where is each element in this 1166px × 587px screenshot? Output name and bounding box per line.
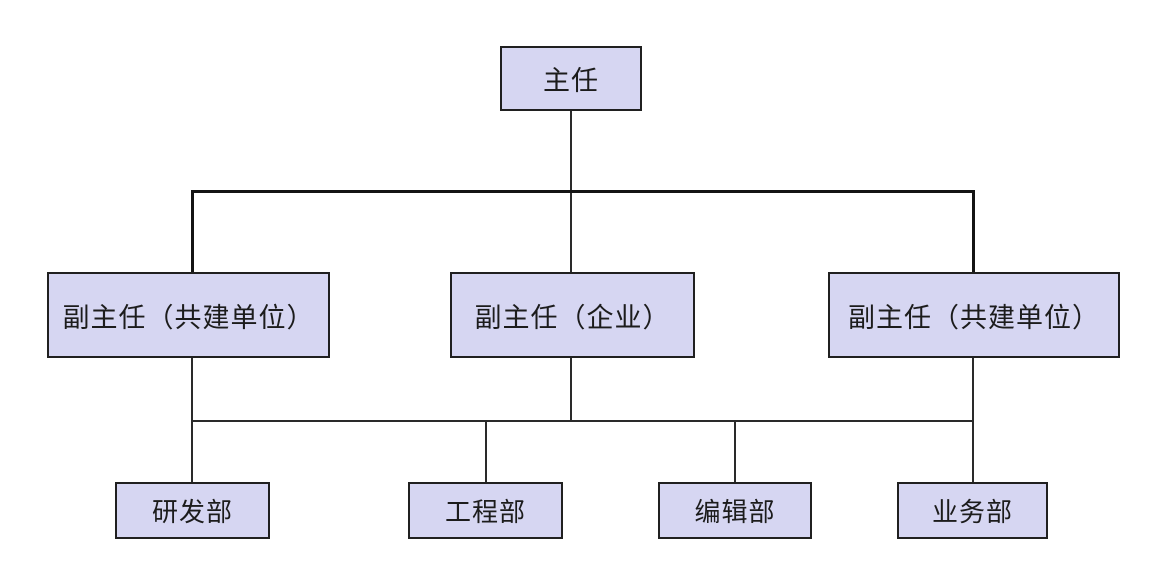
connector-deputy3-riser bbox=[972, 190, 975, 272]
org-node-dept-rnd: 研发部 bbox=[115, 482, 270, 539]
org-node-deputy-middle: 副主任（企业） bbox=[450, 272, 695, 358]
connector-level2-hbar bbox=[191, 190, 975, 193]
connector-deputy1-riser bbox=[191, 190, 194, 272]
org-node-dept-engineering: 工程部 bbox=[408, 482, 563, 539]
connector-deputy2-drop bbox=[570, 358, 572, 422]
org-node-deputy-left: 副主任（共建单位） bbox=[47, 272, 330, 358]
org-node-dept-business: 业务部 bbox=[897, 482, 1048, 539]
connector-dept3-drop bbox=[734, 420, 736, 482]
org-node-dept-editorial: 编辑部 bbox=[658, 482, 812, 539]
org-node-director: 主任 bbox=[500, 46, 642, 111]
connector-dept2-drop bbox=[485, 420, 487, 482]
connector-level3-hbar bbox=[191, 420, 974, 422]
org-node-deputy-right: 副主任（共建单位） bbox=[828, 272, 1120, 358]
